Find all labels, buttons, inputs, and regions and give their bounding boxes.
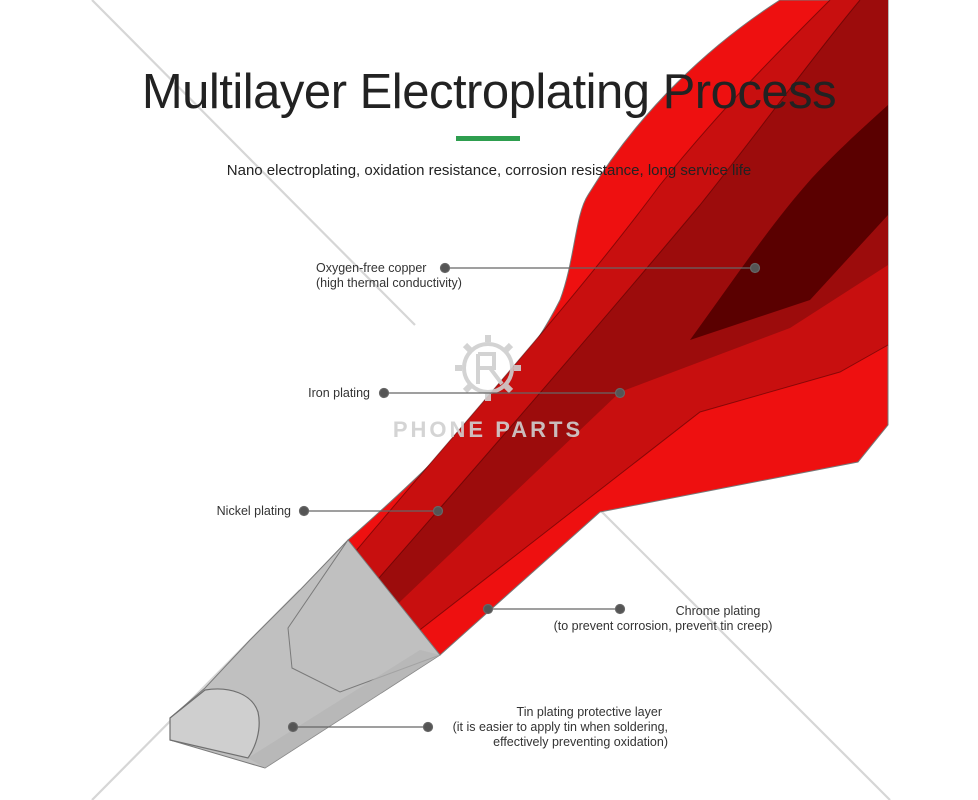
callouts — [287, 262, 761, 733]
tin-tip-bevel — [248, 650, 440, 768]
label-tin: Tin plating protective layer (it is easi… — [453, 705, 668, 750]
label-tin-note-2: effectively preventing oxidation) — [493, 735, 668, 749]
callout-dot — [482, 603, 494, 615]
label-iron-name: Iron plating — [308, 386, 370, 400]
label-tin-note-1: (it is easier to apply tin when solderin… — [452, 720, 668, 734]
title-accent-bar — [456, 136, 520, 141]
page-title: Multilayer Electroplating Process — [141, 65, 837, 119]
tin-tip-face — [169, 688, 260, 759]
iron-plating-layer — [300, 0, 888, 678]
callout-dot — [298, 505, 310, 517]
label-copper-note: (high thermal conductivity) — [316, 276, 462, 290]
label-copper: Oxygen-free copper (high thermal conduct… — [316, 261, 462, 291]
callout-dot — [422, 721, 434, 733]
watermark-logo: PHONE PARTS — [393, 335, 583, 442]
layer-edges — [294, 0, 889, 693]
label-nickel: Nickel plating — [217, 504, 291, 519]
page-subtitle: Nano electroplating, oxidation resistanc… — [226, 162, 752, 179]
label-tin-name: Tin plating protective layer — [516, 705, 662, 719]
label-chrome: Chrome plating (to prevent corrosion, pr… — [498, 604, 828, 634]
watermark-text: PHONE PARTS — [393, 417, 583, 442]
label-chrome-note: (to prevent corrosion, prevent tin creep… — [553, 619, 773, 633]
copper-core — [690, 105, 888, 340]
callout-dot — [432, 505, 444, 517]
gear-logo-icon — [455, 335, 521, 401]
label-iron: Iron plating — [308, 386, 370, 401]
callout-dot — [614, 603, 626, 615]
callout-dot — [287, 721, 299, 733]
callout-dot — [749, 262, 761, 274]
callout-dot — [378, 387, 390, 399]
label-nickel-name: Nickel plating — [216, 504, 291, 518]
label-chrome-name: Chrome plating — [675, 604, 761, 618]
callout-dot — [614, 387, 626, 399]
label-copper-name: Oxygen-free copper — [316, 261, 427, 275]
callout-dot — [439, 262, 451, 274]
